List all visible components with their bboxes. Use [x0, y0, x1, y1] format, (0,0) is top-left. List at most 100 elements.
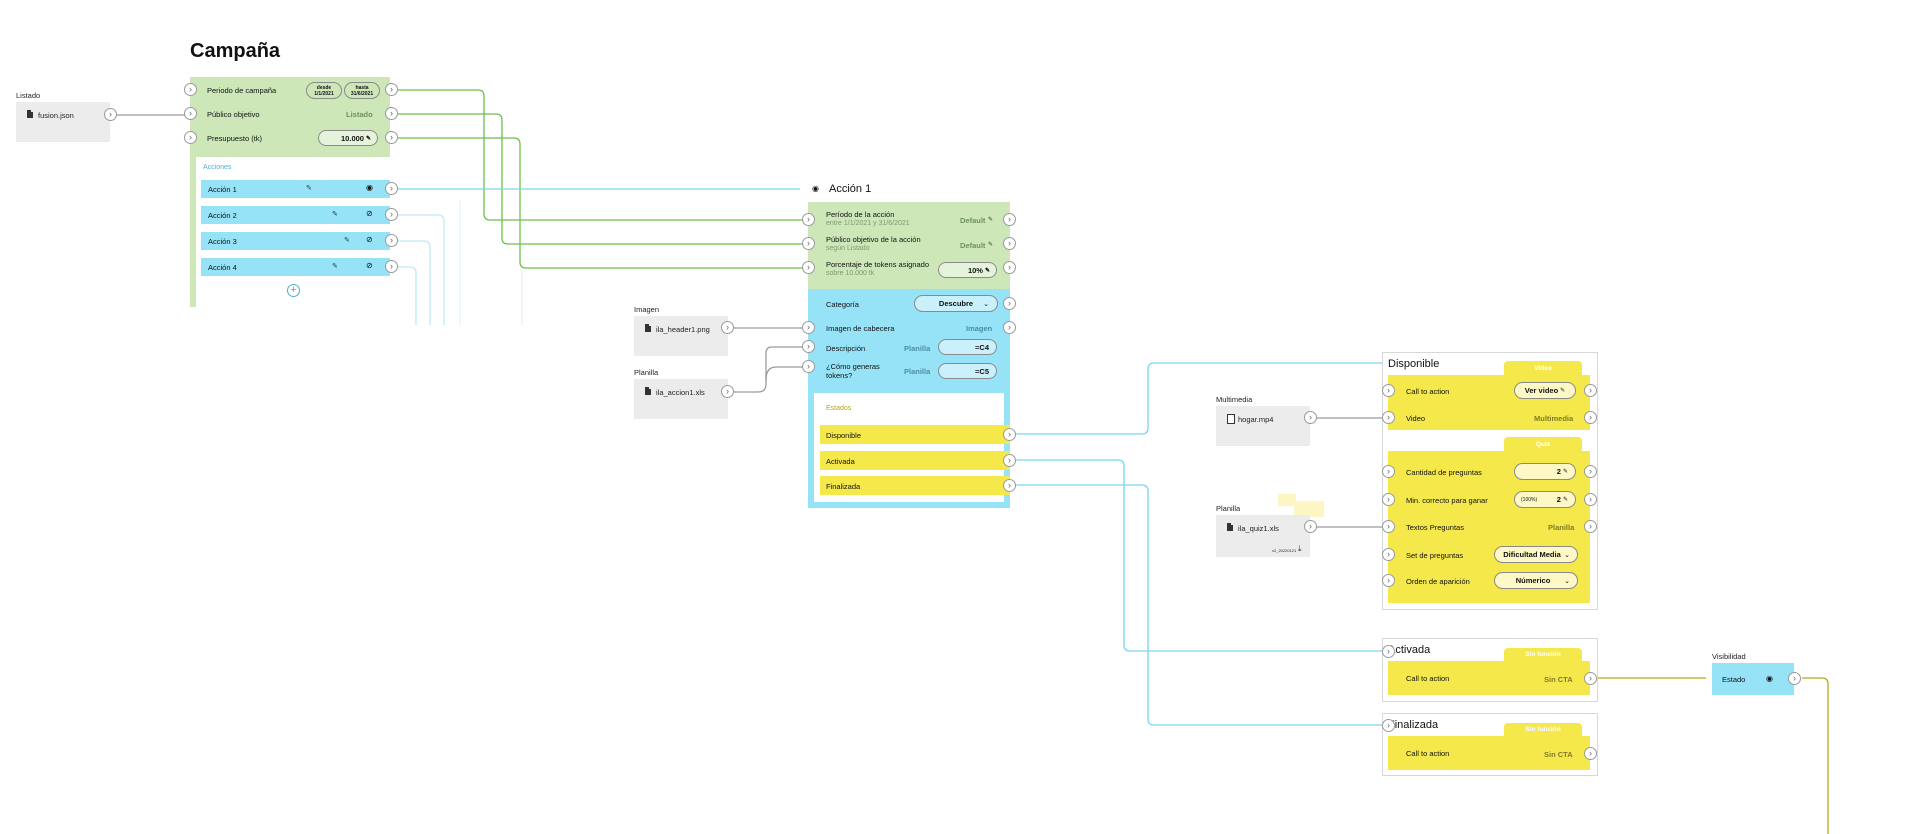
action-4-out-port[interactable]: ›: [385, 260, 398, 273]
quiz-set-in-port[interactable]: ›: [1382, 548, 1395, 561]
pencil-icon[interactable]: ✎: [332, 211, 338, 218]
tokens-how-in-port[interactable]: ›: [802, 360, 815, 373]
action-tokens-in-port[interactable]: ›: [802, 261, 815, 274]
header-image-in-port[interactable]: ›: [802, 321, 815, 334]
chevron-down-icon: ⌄: [983, 300, 989, 308]
multimedia-out-port[interactable]: ›: [1304, 411, 1317, 424]
campaign-budget-in-port[interactable]: ›: [184, 131, 197, 144]
eye-off-icon[interactable]: ⊘: [366, 261, 373, 270]
finalizada-cta-value[interactable]: Sin CTA: [1544, 750, 1573, 759]
video-out-port[interactable]: ›: [1584, 411, 1597, 424]
imagen-label: Imagen: [634, 305, 660, 314]
quiz-order-select[interactable]: Númerico⌄: [1494, 572, 1578, 589]
quiz-min-out-port[interactable]: ›: [1584, 493, 1597, 506]
planilla-accion-file-node[interactable]: ila_accion1.xls: [634, 379, 728, 419]
quiz-count-input[interactable]: 2✎: [1514, 463, 1576, 480]
action-1-out-port[interactable]: ›: [385, 182, 398, 195]
finalizada-in-port[interactable]: ›: [1382, 719, 1395, 732]
action-tokens-out-port[interactable]: ›: [1003, 261, 1016, 274]
planilla-quiz-file-node[interactable]: ila_quiz1.xls v2_20220121 ⤓: [1216, 515, 1310, 557]
quiz-count-out-port[interactable]: ›: [1584, 465, 1597, 478]
eye-icon[interactable]: ◉: [366, 183, 373, 192]
imagen-out-port[interactable]: ›: [721, 321, 734, 334]
action-period-value[interactable]: Default: [960, 216, 986, 225]
quiz-min-in-port[interactable]: ›: [1382, 493, 1395, 506]
activada-cta-value[interactable]: Sin CTA: [1544, 675, 1573, 684]
state-finalizada-out-port[interactable]: ›: [1003, 479, 1016, 492]
video-in-port[interactable]: ›: [1382, 411, 1395, 424]
action-item-3[interactable]: [201, 232, 390, 250]
activada-cta-out-port[interactable]: ›: [1584, 672, 1597, 685]
activada-in-port[interactable]: ›: [1382, 645, 1395, 658]
description-in-port[interactable]: ›: [802, 340, 815, 353]
state-activada[interactable]: [820, 451, 1010, 470]
planilla-accion-out-port[interactable]: ›: [721, 385, 734, 398]
state-finalizada[interactable]: [820, 476, 1010, 495]
pencil-icon[interactable]: ✎: [988, 242, 994, 248]
quiz-texts-value[interactable]: Planilla: [1548, 523, 1575, 532]
state-activada-out-port[interactable]: ›: [1003, 454, 1016, 467]
wire-periodo: [398, 89, 804, 221]
action-audience-in-port[interactable]: ›: [802, 237, 815, 250]
pencil-icon[interactable]: ✎: [306, 185, 312, 192]
quiz-min-input[interactable]: (100%)2✎: [1514, 491, 1576, 508]
video-cta-input[interactable]: Ver video✎: [1514, 382, 1576, 399]
action-item-1[interactable]: [201, 180, 390, 198]
action-item-4[interactable]: [201, 258, 390, 276]
quiz-order-in-port[interactable]: ›: [1382, 574, 1395, 587]
header-image-out-port[interactable]: ›: [1003, 321, 1016, 334]
quiz-texts-in-port[interactable]: ›: [1382, 520, 1395, 533]
action-audience-out-port[interactable]: ›: [1003, 237, 1016, 250]
download-icon[interactable]: ⤓: [1298, 544, 1302, 553]
pencil-icon[interactable]: ✎: [332, 263, 338, 270]
action-period-out-port[interactable]: ›: [1003, 213, 1016, 226]
pencil-icon[interactable]: ✎: [344, 237, 350, 244]
description-source: Planilla: [904, 344, 931, 353]
campaign-audience-in-port[interactable]: ›: [184, 107, 197, 120]
campaign-period-in-port[interactable]: ›: [184, 83, 197, 96]
eye-icon[interactable]: ◉: [1766, 674, 1773, 683]
campaign-audience-out-port[interactable]: ›: [385, 107, 398, 120]
campaign-budget-input[interactable]: 10.000✎: [318, 130, 378, 146]
quiz-set-select[interactable]: Dificultad Media⌄: [1494, 546, 1578, 563]
header-image-value[interactable]: Imagen: [966, 324, 993, 333]
campaign-period-out-port[interactable]: ›: [385, 83, 398, 96]
action-audience-value[interactable]: Default: [960, 241, 986, 250]
campaign-budget-out-port[interactable]: ›: [385, 131, 398, 144]
video-cta-out-port[interactable]: ›: [1584, 384, 1597, 397]
state-disponible-out-port[interactable]: ›: [1003, 428, 1016, 441]
action-tokens-input[interactable]: 10%✎: [938, 262, 997, 278]
planilla-quiz-out-port[interactable]: ›: [1304, 520, 1317, 533]
category-out-port[interactable]: ›: [1003, 297, 1016, 310]
sticky-note-icon[interactable]: [1278, 494, 1296, 506]
category-select[interactable]: Descubre⌄: [914, 295, 998, 312]
multimedia-file-node[interactable]: hogar.mp4: [1216, 406, 1310, 446]
video-value[interactable]: Multimedia: [1534, 414, 1574, 423]
action-item-2[interactable]: [201, 206, 390, 224]
action-period-in-port[interactable]: ›: [802, 213, 815, 226]
action-2-out-port[interactable]: ›: [385, 208, 398, 221]
visibilidad-out-port[interactable]: ›: [1788, 672, 1801, 685]
state-disponible[interactable]: [820, 425, 1010, 444]
sticky-note-icon[interactable]: [1294, 501, 1324, 517]
add-action-button[interactable]: +: [287, 284, 300, 297]
listado-out-port[interactable]: ›: [104, 108, 117, 121]
visibilidad-node[interactable]: [1712, 663, 1794, 695]
tokens-how-formula[interactable]: =C5: [938, 363, 997, 379]
quiz-count-in-port[interactable]: ›: [1382, 465, 1395, 478]
imagen-file-node[interactable]: ila_header1.png: [634, 316, 728, 356]
pencil-icon[interactable]: ✎: [988, 217, 994, 223]
listado-file-node[interactable]: fusion.json: [16, 102, 110, 142]
eye-off-icon[interactable]: ⊘: [366, 209, 373, 218]
eye-off-icon[interactable]: ⊘: [366, 235, 373, 244]
action-3-out-port[interactable]: ›: [385, 234, 398, 247]
finalizada-cta-out-port[interactable]: ›: [1584, 747, 1597, 760]
eye-icon[interactable]: ◉: [812, 184, 819, 193]
description-formula[interactable]: =C4: [938, 339, 997, 355]
video-cta-in-port[interactable]: ›: [1382, 384, 1395, 397]
quiz-texts-out-port[interactable]: ›: [1584, 520, 1597, 533]
finalizada-cta-label: Call to action: [1406, 749, 1450, 758]
campaign-audience-value[interactable]: Listado: [346, 110, 373, 119]
